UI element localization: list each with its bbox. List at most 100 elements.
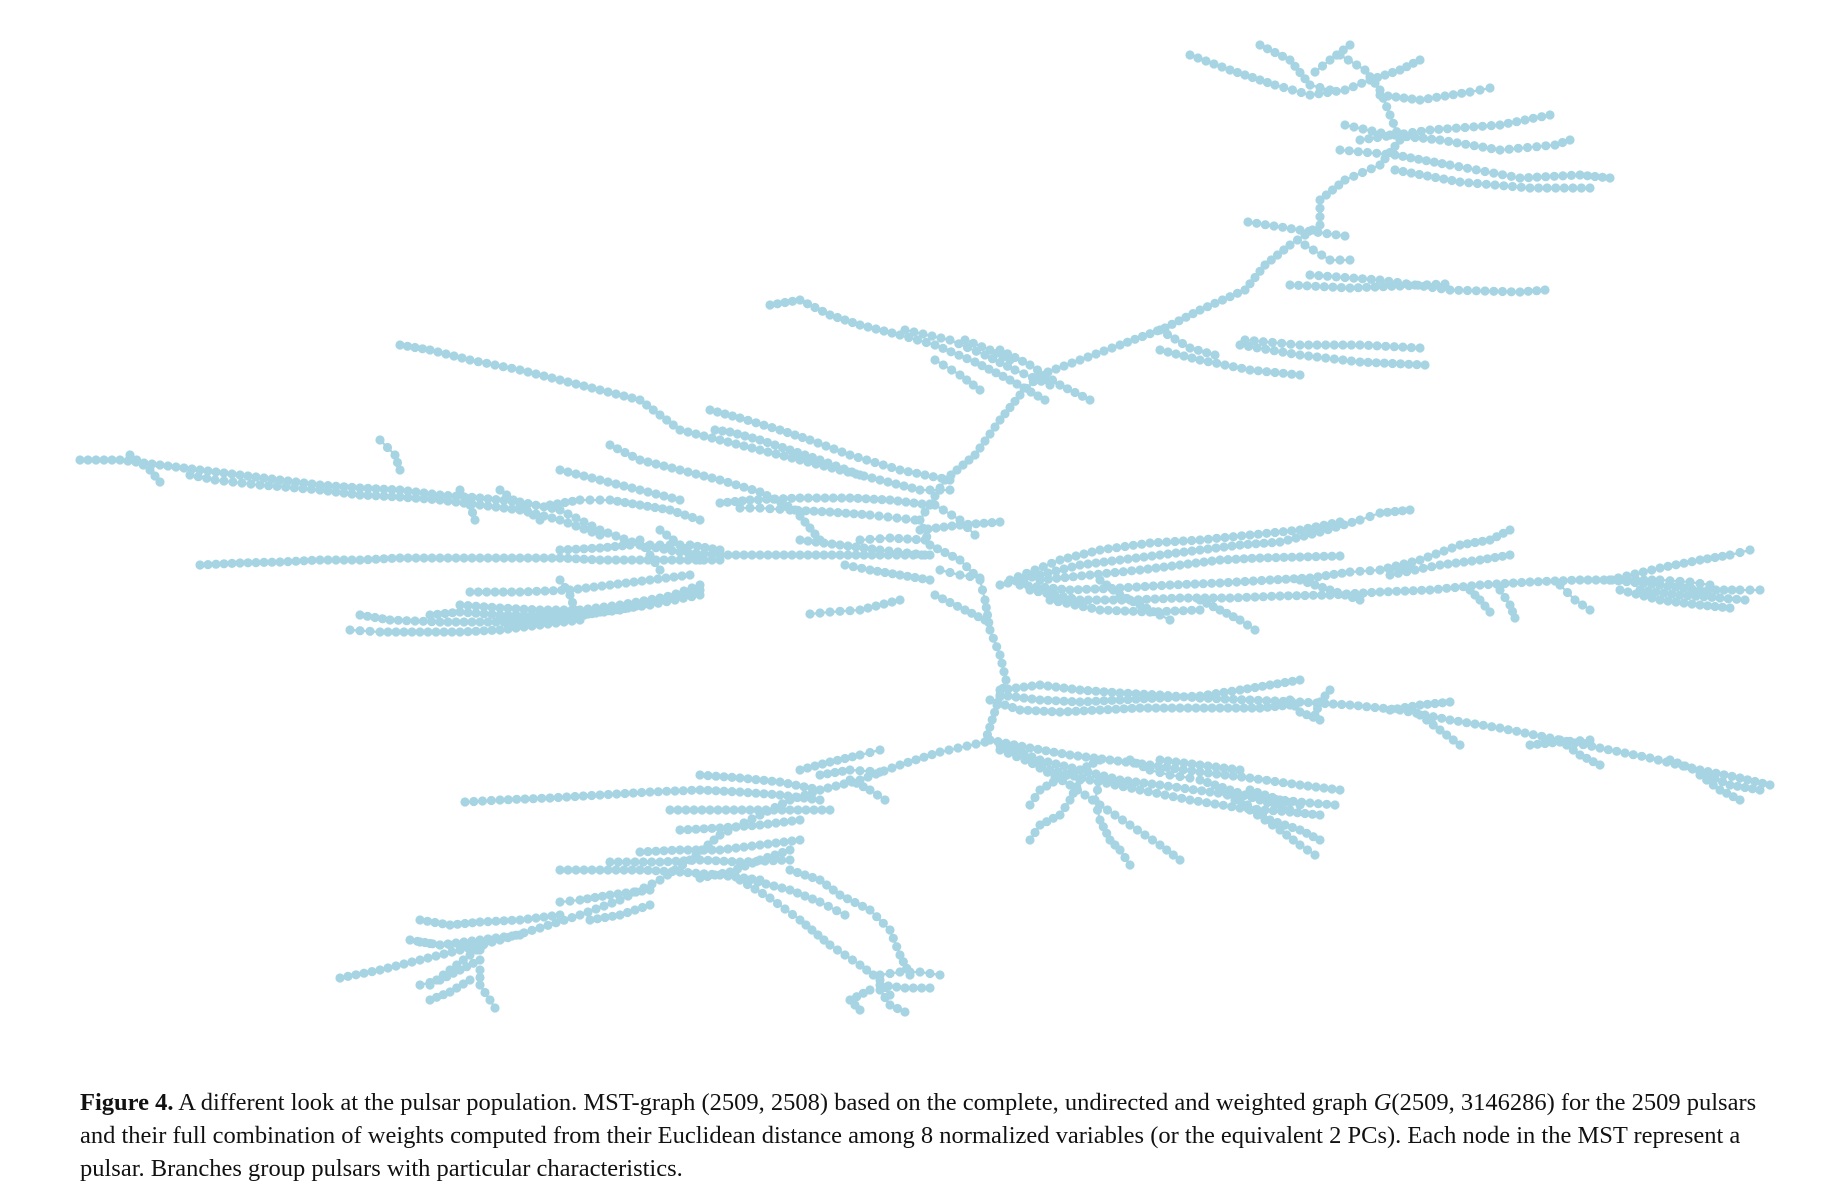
pulsar-node [970,357,980,367]
pulsar-node [1183,593,1193,603]
pulsar-node [1383,563,1393,573]
pulsar-node [970,450,980,460]
pulsar-node [688,550,698,560]
pulsar-node [1315,212,1325,222]
pulsar-node [1345,567,1355,577]
pulsar-node [519,604,529,614]
pulsar-node [563,518,573,528]
pulsar-node [849,509,859,519]
pulsar-node [1679,598,1689,608]
pulsar-node [431,951,441,961]
pulsar-node [645,600,655,610]
pulsar-node [1443,559,1453,569]
pulsar-node [1490,180,1500,190]
pulsar-node [575,895,585,905]
pulsar-node [645,575,655,585]
pulsar-node [735,413,745,423]
pulsar-node [605,580,615,590]
pulsar-node [587,543,597,554]
pulsar-node [1132,582,1142,592]
pulsar-node [578,791,588,801]
pulsar-node [1085,395,1095,405]
pulsar-node [1211,762,1221,772]
pulsar-node [792,867,803,878]
pulsar-node [1362,702,1372,712]
pulsar-node [1512,117,1522,127]
pulsar-node [1418,563,1428,573]
pulsar-node [857,509,867,519]
pulsar-node [611,555,621,565]
pulsar-node [1003,691,1013,701]
pulsar-node [647,857,657,867]
pulsar-node [1179,351,1189,361]
pulsar-node [1174,316,1184,326]
pulsar-node [1262,528,1272,538]
pulsar-node [1613,576,1623,586]
pulsar-node [251,472,261,482]
pulsar-node [917,574,928,584]
pulsar-node [970,530,980,540]
pulsar-node [1337,699,1347,710]
pulsar-node [1197,786,1207,796]
pulsar-node [503,603,513,614]
pulsar-node [1223,703,1233,713]
pulsar-node [783,779,793,789]
pulsar-node [539,371,549,381]
pulsar-node [918,329,928,339]
pulsar-node [418,616,428,626]
pulsar-node [613,889,623,899]
pulsar-node [920,507,930,517]
pulsar-node [1340,175,1350,185]
pulsar-node [1363,357,1373,367]
pulsar-node [1331,230,1341,240]
pulsar-node [745,495,755,505]
pulsar-node [751,775,761,785]
pulsar-node [907,483,917,493]
pulsar-node [1461,139,1471,149]
pulsar-node [909,327,919,337]
pulsar-node [1279,245,1289,255]
pulsar-node [1065,750,1075,760]
pulsar-node [458,979,468,989]
pulsar-node [1280,820,1290,830]
pulsar-node [443,496,453,506]
pulsar-node [847,317,858,328]
pulsar-node [887,462,897,473]
pulsar-node [355,610,365,620]
pulsar-node [371,491,381,501]
pulsar-node [1210,799,1220,809]
pulsar-node [1390,150,1400,160]
pulsar-node [1362,282,1372,292]
pulsar-node [1285,797,1295,808]
pulsar-node [815,795,825,805]
pulsar-node [259,473,269,483]
pulsar-node [563,467,573,477]
pulsar-node [1335,517,1345,527]
pulsar-node [1201,56,1211,66]
pulsar-node [1472,178,1483,189]
pulsar-node [1390,506,1400,517]
pulsar-node [1372,72,1383,83]
pulsar-node [1195,535,1205,545]
pulsar-node [815,608,825,618]
pulsar-node [83,455,93,465]
pulsar-node [1597,172,1608,182]
pulsar-node [1582,171,1593,181]
pulsar-node [1250,682,1260,693]
pulsar-node [732,864,743,874]
pulsar-node [670,786,680,796]
pulsar-node [1750,776,1760,787]
pulsar-node [651,866,661,876]
caption-graph-symbol: G [1373,1089,1392,1116]
pulsar-node [952,601,963,611]
pulsar-node [1117,815,1128,825]
pulsar-node [845,450,855,460]
pulsar-node [751,788,761,798]
pulsar-node [1155,767,1165,778]
pulsar-node [707,544,718,554]
pulsar-node [1383,587,1393,597]
pulsar-node [715,823,725,833]
pulsar-node [1348,82,1358,92]
pulsar-node [1107,343,1117,353]
pulsar-node [1223,577,1233,588]
